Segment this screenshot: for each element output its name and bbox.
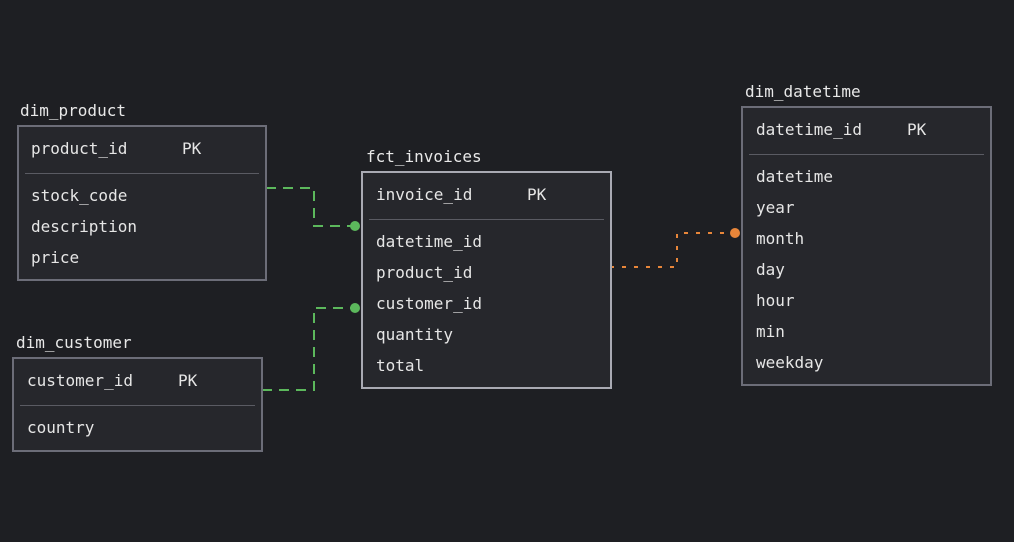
edge-product-to-invoices[interactable] bbox=[266, 187, 355, 227]
divider bbox=[369, 219, 604, 220]
column-row: weekday bbox=[756, 353, 824, 372]
column-row: datetime_id bbox=[376, 232, 482, 251]
table-title-fct-invoices: fct_invoices bbox=[366, 147, 482, 166]
column-row: stock_code bbox=[31, 186, 128, 205]
divider bbox=[25, 173, 259, 174]
column-row: hour bbox=[756, 291, 795, 310]
table-dim-product[interactable]: product_id PK stock_code description pri… bbox=[17, 125, 267, 281]
column-row: day bbox=[756, 260, 785, 279]
table-title-dim-customer: dim_customer bbox=[16, 333, 132, 352]
edge-datetime-endpoint-dot bbox=[730, 228, 740, 238]
column-row: datetime bbox=[756, 167, 834, 186]
edge-datetime-to-invoices[interactable] bbox=[610, 232, 735, 268]
column-row: description bbox=[31, 217, 137, 236]
pk-column-name: customer_id bbox=[27, 371, 133, 390]
column-list: datetime year month day hour min weekday bbox=[743, 155, 990, 378]
column-row: product_id bbox=[376, 263, 473, 282]
pk-row: datetime_id PK bbox=[743, 108, 990, 154]
pk-row: product_id PK bbox=[19, 127, 265, 173]
pk-column-name: datetime_id bbox=[756, 120, 862, 139]
column-row: price bbox=[31, 248, 80, 267]
column-row: quantity bbox=[376, 325, 454, 344]
column-row: total bbox=[376, 356, 425, 375]
pk-row: customer_id PK bbox=[14, 359, 261, 405]
pk-badge: PK bbox=[907, 120, 927, 139]
pk-column-name: invoice_id bbox=[376, 185, 473, 204]
column-list: country bbox=[14, 406, 261, 443]
pk-badge: PK bbox=[182, 139, 202, 158]
column-row: year bbox=[756, 198, 795, 217]
pk-row: invoice_id PK bbox=[363, 173, 610, 219]
column-row: month bbox=[756, 229, 805, 248]
divider bbox=[20, 405, 255, 406]
column-list: datetime_id product_id customer_id quant… bbox=[363, 220, 610, 381]
edge-customer-endpoint-dot bbox=[350, 303, 360, 313]
table-dim-customer[interactable]: customer_id PK country bbox=[12, 357, 263, 452]
table-title-dim-product: dim_product bbox=[20, 101, 126, 120]
table-fct-invoices[interactable]: invoice_id PK datetime_id product_id cus… bbox=[361, 171, 612, 389]
column-list: stock_code description price bbox=[19, 174, 265, 273]
pk-badge: PK bbox=[178, 371, 198, 390]
table-dim-datetime[interactable]: datetime_id PK datetime year month day h… bbox=[741, 106, 992, 386]
table-title-dim-datetime: dim_datetime bbox=[745, 82, 861, 101]
pk-badge: PK bbox=[527, 185, 547, 204]
column-row: min bbox=[756, 322, 785, 341]
edge-product-endpoint-dot bbox=[350, 221, 360, 231]
pk-column-name: product_id bbox=[31, 139, 128, 158]
column-row: country bbox=[27, 418, 95, 437]
divider bbox=[749, 154, 984, 155]
edge-customer-to-invoices[interactable] bbox=[262, 307, 355, 391]
column-row: customer_id bbox=[376, 294, 482, 313]
